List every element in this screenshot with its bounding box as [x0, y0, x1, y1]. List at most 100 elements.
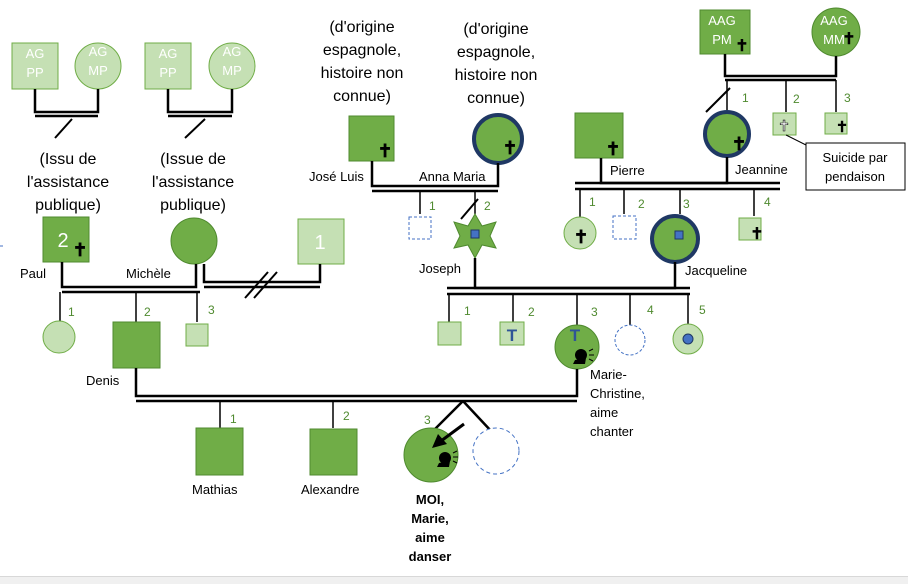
- ag-mp-paul-label: AG MP: [88, 44, 108, 78]
- michele-origin-note: (Issue de l'assistance publique): [152, 151, 234, 214]
- sibling-circle: [42, 320, 76, 354]
- suicide-callout-text: Suicide par pendaison: [822, 150, 888, 184]
- sibling-suicide-square: [772, 112, 797, 136]
- text-line: publique): [160, 197, 226, 214]
- text-line: PP: [26, 65, 43, 80]
- adoption-mark: [460, 198, 479, 220]
- michele-partner-square: [297, 218, 345, 265]
- divorced-link: [202, 264, 322, 284]
- mathias-square: [195, 427, 244, 476]
- text-line: publique): [35, 197, 101, 214]
- text-line: (Issu de: [40, 151, 97, 168]
- marker-dot: [674, 230, 684, 240]
- sibling-square: [437, 321, 462, 346]
- window-bottom-edge: [0, 576, 908, 584]
- mathias-name: Mathias: [192, 482, 238, 497]
- sibling-number: 4: [764, 195, 771, 209]
- text-line: MP: [222, 63, 242, 78]
- sibling-number: 2: [484, 199, 491, 213]
- text-line: (Issue de: [160, 151, 226, 168]
- jacqueline-name: Jacqueline: [685, 263, 747, 278]
- sibling-square-deceased: [824, 112, 848, 135]
- text-line: MOI,: [416, 492, 444, 507]
- pierre-jeannine-group: ✝ ✝ Pierre Jeannine 1 2 3 4 ✝ Jacqueline…: [563, 110, 788, 278]
- text-line: AG: [223, 44, 242, 59]
- jose-luis-square: [348, 115, 395, 162]
- ag-pp-michele-label: AG PP: [159, 46, 178, 80]
- jeannine-circle: [703, 110, 751, 158]
- sibling-unknown-square: [612, 215, 637, 240]
- death-cross: ✝: [836, 119, 849, 136]
- text-line: l'assistance: [27, 174, 109, 191]
- death-cross: ✝: [735, 38, 748, 55]
- sibling-number: 3: [208, 303, 215, 317]
- text-line: chanter: [590, 424, 634, 439]
- text-line: Suicide par: [822, 150, 888, 165]
- sibling-number: 2: [528, 305, 535, 319]
- text-line: AAG: [708, 13, 735, 28]
- text-line: l'assistance: [152, 174, 234, 191]
- paul-name: Paul: [20, 266, 46, 281]
- children-link: [219, 401, 334, 428]
- text-line: (d'origine: [463, 21, 528, 38]
- callout-line: [785, 134, 809, 147]
- michele-parents-link: [166, 89, 234, 114]
- michele-name: Michèle: [126, 266, 171, 281]
- index-arrow: [440, 422, 465, 443]
- couple-link: [134, 368, 579, 398]
- text-line: PM: [712, 32, 732, 47]
- sibling-unknown-circle: [614, 324, 646, 356]
- text-line: AG: [89, 44, 108, 59]
- paul-square: [42, 216, 90, 263]
- twin-letter: T: [570, 326, 581, 345]
- text-line: Marie,: [411, 511, 449, 526]
- sibling-number: 1: [68, 305, 75, 319]
- sibling-twin-square: [499, 321, 525, 346]
- sibling-number: 3: [591, 305, 598, 319]
- aag-pm-label: AAG PM: [708, 13, 735, 47]
- death-cross: ✝: [750, 226, 763, 243]
- children-link: [448, 294, 689, 325]
- sibling-circle-deceased: [563, 216, 597, 250]
- death-cross: ✝: [842, 31, 855, 48]
- children-link: [579, 189, 755, 220]
- text-line: connue): [333, 88, 391, 105]
- sibling-number: 2: [638, 197, 645, 211]
- alexandre-square: [309, 428, 358, 476]
- text-line: AAG: [820, 13, 847, 28]
- pierre-name: Pierre: [610, 163, 645, 178]
- divorce-mark: [244, 271, 269, 299]
- joseph-name: Joseph: [419, 261, 461, 276]
- anna-maria-name: Anna Maria: [419, 169, 486, 184]
- text-line: pendaison: [825, 169, 885, 184]
- sibling-number: 1: [429, 199, 436, 213]
- paul-parents-link: [33, 89, 100, 114]
- text-line: aime: [590, 405, 618, 420]
- ag-pp-michele-square: [144, 42, 192, 90]
- text-line: PP: [159, 65, 176, 80]
- text-line: espagnole,: [457, 44, 535, 61]
- sibling-number: 2: [343, 409, 350, 423]
- text-line: danser: [409, 549, 452, 564]
- death-cross: ✝: [605, 139, 620, 159]
- text-line: Marie-: [590, 367, 627, 382]
- sibling-number: 1: [742, 91, 749, 105]
- sibling-square: [185, 323, 209, 347]
- divorce-mark: [54, 118, 73, 139]
- suicide-cross: ✝: [778, 118, 791, 135]
- sibling-number: 3: [683, 197, 690, 211]
- paul-parents-group: AG PP AG MP (Issu de l'assistance publique): [11, 42, 122, 214]
- text-line: aime: [415, 530, 445, 545]
- text-line: AG: [159, 46, 178, 61]
- text-line: MP: [88, 63, 108, 78]
- couple-link: [473, 258, 677, 290]
- ag-mp-michele-label: AG MP: [222, 44, 242, 78]
